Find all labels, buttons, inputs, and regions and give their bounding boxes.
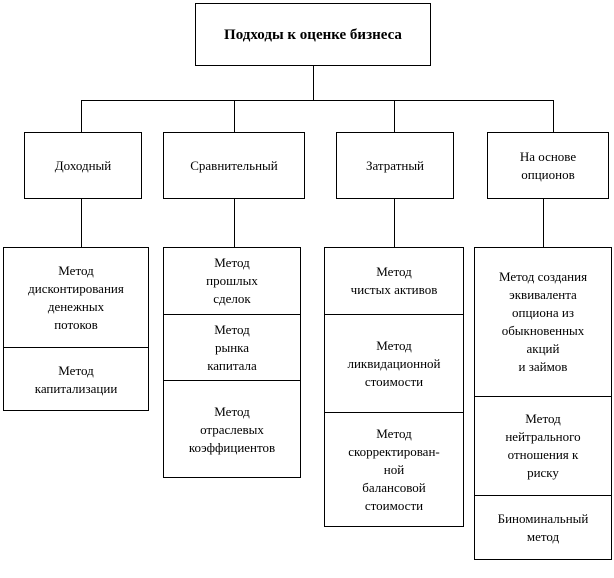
method-capitalization: Метод капитализации — [34, 362, 118, 396]
method-industry-ratios: Метод отраслевых коэффициентов — [188, 403, 276, 455]
divider — [325, 412, 463, 413]
divider — [475, 495, 611, 496]
method-past-deals: Метод прошлых сделок — [206, 255, 258, 306]
approach-income-label: Доходный — [54, 157, 112, 173]
divider — [475, 396, 611, 397]
connector-approach-2 — [234, 100, 235, 132]
divider — [164, 314, 300, 315]
root-node: Подходы к оценке бизнеса — [195, 3, 431, 66]
root-connector — [313, 66, 314, 100]
approach-comparative: Сравнительный — [163, 132, 305, 199]
connector-methods-3 — [394, 199, 395, 247]
approach-income: Доходный — [24, 132, 142, 199]
method-binomial: Биноминальный метод — [497, 511, 589, 544]
method-capital-market: Метод рынка капитала — [207, 321, 257, 373]
connector-approach-1 — [81, 100, 82, 132]
connector-approach-4 — [553, 100, 554, 132]
connector-approach-3 — [394, 100, 395, 132]
method-option-equivalent: Метод создания эквивалента опциона из об… — [498, 269, 588, 374]
divider — [164, 380, 300, 381]
approach-cost-label: Затратный — [365, 157, 425, 173]
method-risk-neutral: Метод нейтрального отношения к риску — [505, 411, 581, 480]
divider — [4, 347, 148, 348]
methods-cost: Метод чистых активов Метод ликвидационно… — [324, 247, 464, 527]
connector-methods-4 — [543, 199, 544, 247]
approach-options: На основе опционов — [487, 132, 609, 199]
method-dcf: Метод дисконтирования денежных потоков — [28, 262, 124, 332]
connector-methods-2 — [234, 199, 235, 247]
methods-options: Метод создания эквивалента опциона из об… — [474, 247, 612, 560]
method-net-assets: Метод чистых активов — [350, 264, 438, 297]
connector-methods-1 — [81, 199, 82, 247]
method-liquidation-value: Метод ликвидационной стоимости — [347, 337, 441, 389]
approach-cost: Затратный — [336, 132, 454, 199]
methods-income: Метод дисконтирования денежных потоков М… — [3, 247, 149, 411]
approach-comparative-label: Сравнительный — [190, 157, 278, 173]
approach-options-label: На основе опционов — [519, 148, 577, 182]
method-adjusted-book-value: Метод скорректирован- ной балансовой сто… — [348, 426, 440, 513]
root-label: Подходы к оценке бизнеса — [224, 26, 402, 43]
methods-comparative: Метод прошлых сделок Метод рынка капитал… — [163, 247, 301, 478]
branch-line — [81, 100, 554, 101]
divider — [325, 314, 463, 315]
